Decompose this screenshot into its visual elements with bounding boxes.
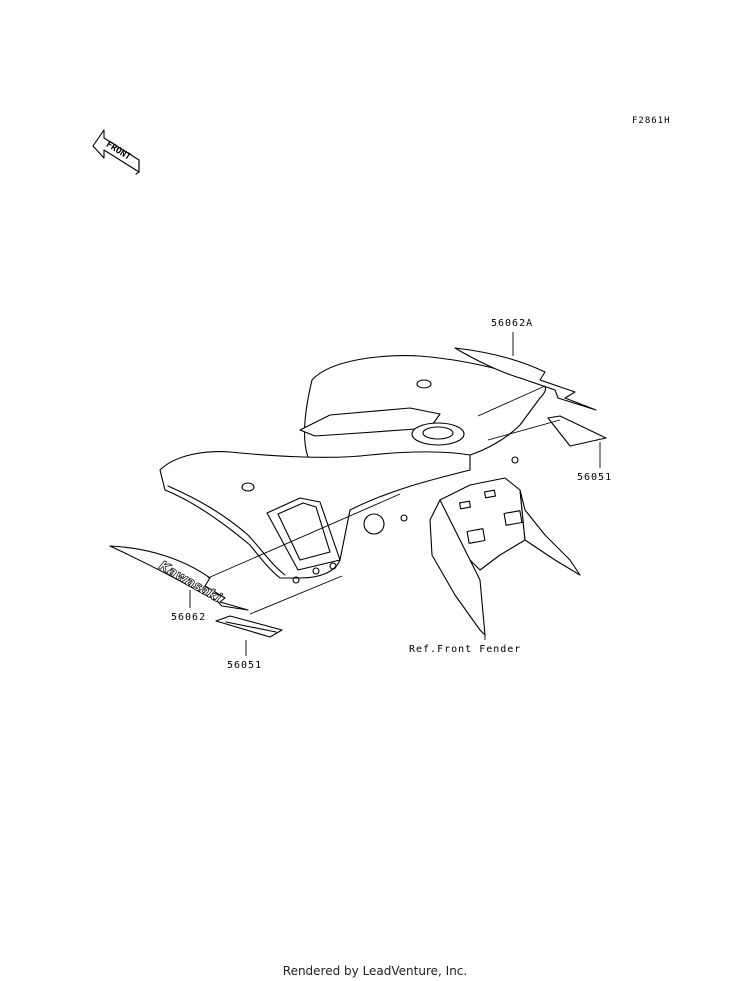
reference-label-front-fender: Ref.Front Fender — [409, 644, 522, 655]
part-label-56062a[interactable]: 56062A — [491, 318, 534, 329]
decal-56062a-drawing — [454, 347, 597, 411]
leader-lines — [189, 332, 601, 656]
footer-credit: Rendered by LeadVenture, Inc. — [282, 964, 468, 978]
decal-56051-left-drawing — [215, 615, 283, 638]
figure-code: F2861H — [632, 116, 671, 126]
front-fender-drawing — [159, 355, 581, 636]
front-arrow-icon: FRONT — [92, 129, 140, 175]
part-label-56062[interactable]: 56062 — [171, 612, 207, 623]
part-label-56051-left[interactable]: 56051 — [227, 660, 263, 671]
decal-56051-right-drawing — [547, 415, 607, 447]
part-label-56051-right[interactable]: 56051 — [577, 472, 613, 483]
decal-56062-drawing: Kawasaki — [109, 545, 249, 611]
